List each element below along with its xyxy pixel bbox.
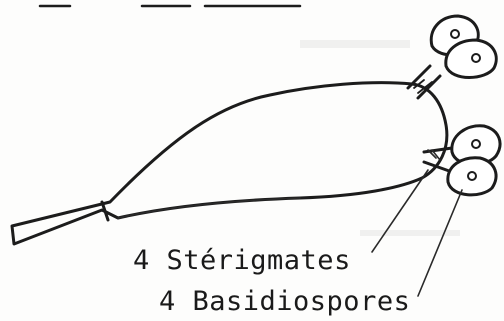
label-basidiospores: 4 Basidiospores [159,288,410,315]
basidiospore-bottom-right [448,158,496,195]
label-sterigmates: 4 Stérigmates [133,247,351,274]
upper-sterigma [408,66,440,98]
lower-sterigma-hatching [428,150,440,160]
basidiospores-leader-line [418,190,462,296]
basidium-outline [12,83,447,244]
sterigmates-leader-line [372,170,428,252]
background-smudge [300,40,410,48]
lower-sterigma [424,148,452,172]
basidiospore-top-right [446,40,496,78]
basidium-inner-contour [118,198,300,218]
